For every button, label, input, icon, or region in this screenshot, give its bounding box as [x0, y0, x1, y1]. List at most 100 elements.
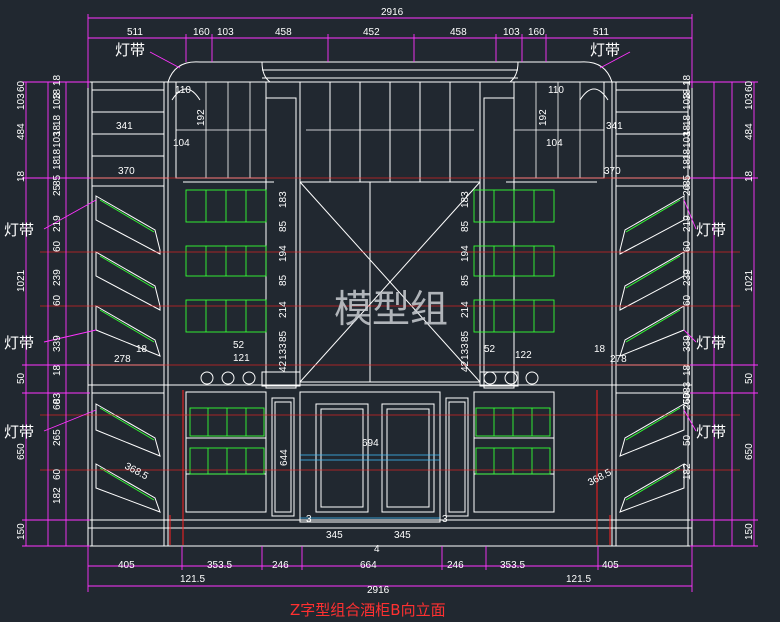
round-rack-left-1: 52: [233, 340, 245, 351]
left-inner-dim-16: 83: [52, 392, 63, 404]
bottom-dim-1: 405: [118, 560, 135, 571]
mid-col-right-4: 214: [460, 301, 471, 318]
shelf-width-low-left: 278: [114, 354, 131, 365]
left-inner-dim-19: 60: [52, 468, 63, 480]
arch-left-2: 192: [196, 109, 207, 126]
mid-col-left-2: 194: [278, 245, 289, 262]
light-strip-label-right-2: 灯带: [696, 334, 726, 352]
left-inner-dim-5: 103: [52, 131, 63, 148]
right-outer-dim-6: 650: [744, 443, 755, 460]
door-width-right: 345: [394, 530, 411, 541]
left-inner-dim-3: 18: [52, 114, 63, 126]
light-strip-label-left-3: 灯带: [4, 423, 34, 441]
right-inner-dim-8: 85: [682, 174, 693, 186]
shelf-width-low-right: 278: [610, 354, 627, 365]
bottom-overall-dim: 2916: [367, 585, 390, 596]
mid-col-left-3: 85: [278, 274, 289, 286]
light-strip-label-right-3: 灯带: [696, 423, 726, 441]
round-rack-right-2: 122: [515, 350, 532, 361]
bottom-dim-3: 246: [272, 560, 289, 571]
left-inner-dim-4: 18: [52, 124, 63, 136]
dimension-texts: 6010348418102150650150601034841810215065…: [16, 74, 755, 540]
left-inner-dim-20: 182: [52, 487, 63, 504]
arch-right-3: 104: [546, 138, 563, 149]
left-inner-dim-6: 18: [52, 148, 63, 160]
right-inner-dim-5: 103: [682, 131, 693, 148]
shelf-width-upper-left-1: 341: [116, 121, 133, 132]
mid-col-left-6: 133: [278, 343, 289, 360]
door-width-left: 345: [326, 530, 343, 541]
top-dim-7: 103: [503, 27, 520, 38]
watermark: 模型组: [334, 287, 448, 331]
left-inner-dim-10: 219: [52, 215, 63, 232]
left-inner-dim-0: 18: [52, 74, 63, 86]
right-inner-dim-17: 265: [682, 393, 693, 410]
mid-col-left-5: 85: [278, 330, 289, 342]
round-rack-right-1: 52: [484, 344, 496, 355]
right-inner-dim-1: 18: [682, 88, 693, 100]
bottom-dim-5: 246: [447, 560, 464, 571]
right-inner-dim-16: 5083: [682, 381, 693, 404]
door-side-gap-right: 3: [442, 514, 448, 525]
left-inner-dim-15: 18: [52, 364, 63, 376]
mid-col-right-1: 85: [460, 220, 471, 232]
left-outer-dim-4: 1021: [16, 269, 27, 292]
arch-right-1: 110: [548, 85, 564, 96]
light-strip-label-left-1: 灯带: [4, 221, 34, 239]
top-dim-8: 160: [528, 27, 545, 38]
cabinet-outline: [87, 61, 693, 547]
shelf-width-upper-right-1: 341: [606, 121, 623, 132]
light-strip-label-right-1: 灯带: [696, 221, 726, 239]
bottom-dim-6: 353.5: [500, 560, 525, 571]
left-inner-dim-7: 18: [52, 158, 63, 170]
right-inner-dim-3: 18: [682, 114, 693, 126]
drawing-title: Z字型组合酒柜B向立面: [290, 601, 446, 619]
dimension-lines: [22, 14, 758, 592]
top-dim-6: 458: [450, 27, 467, 38]
left-inner-dim-17: 60: [52, 398, 63, 410]
door-height-dim: 694: [362, 438, 379, 449]
light-strip-label-left-2: 灯带: [4, 334, 34, 352]
right-outer-dim-0: 60: [744, 80, 755, 92]
right-inner-dim-15: 18: [682, 364, 693, 376]
right-outer-dim-4: 1021: [744, 269, 755, 292]
left-outer-dim-2: 484: [16, 123, 27, 140]
arch-left-1: 110: [175, 85, 191, 96]
mid-col-left-4: 214: [278, 301, 289, 318]
top-dim-4: 458: [275, 27, 292, 38]
top-dim-1: 511: [127, 27, 143, 38]
right-inner-dim-0: 18: [682, 74, 693, 86]
side-mark-right: 18: [594, 344, 606, 355]
red-guide-lines: [40, 177, 740, 545]
top-dim-5: 452: [363, 27, 380, 38]
mid-col-left-7: 42: [278, 360, 289, 372]
mid-col-left-0: 183: [278, 191, 289, 208]
right-inner-dim-6: 18: [682, 148, 693, 160]
left-outer-dim-3: 18: [16, 170, 27, 182]
left-outer-dim-5: 50: [16, 372, 27, 384]
bottom-dim-7: 405: [602, 560, 619, 571]
right-inner-dim-13: 60: [682, 294, 693, 306]
right-inner-dim-7: 18: [682, 158, 693, 170]
slanted-racks: [95, 195, 685, 513]
left-outer-dim-1: 103: [16, 93, 27, 110]
arch-right-2: 192: [538, 109, 549, 126]
right-outer-dim-5: 50: [744, 372, 755, 384]
left-outer-dim-0: 60: [16, 80, 27, 92]
top-overall-dim: 2916: [381, 7, 404, 18]
left-outer-dim-6: 650: [16, 443, 27, 460]
left-inner-dim-2: 103: [52, 93, 63, 110]
right-inner-dim-19: 182: [682, 463, 693, 480]
side-panel-height: 644: [279, 449, 290, 466]
door-glass-lines: [300, 454, 440, 519]
bottom-dim-2: 353.5: [207, 560, 232, 571]
door-side-gap-left: 3: [306, 514, 312, 525]
right-outer-dim-2: 484: [744, 123, 755, 140]
round-rack-left-2: 121: [233, 353, 250, 364]
left-inner-dim-18: 265: [52, 429, 63, 446]
right-outer-dim-1: 103: [744, 93, 755, 110]
right-inner-dim-4: 18: [682, 124, 693, 136]
mid-col-right-7: 42: [460, 360, 471, 372]
top-dim-3: 103: [217, 27, 234, 38]
